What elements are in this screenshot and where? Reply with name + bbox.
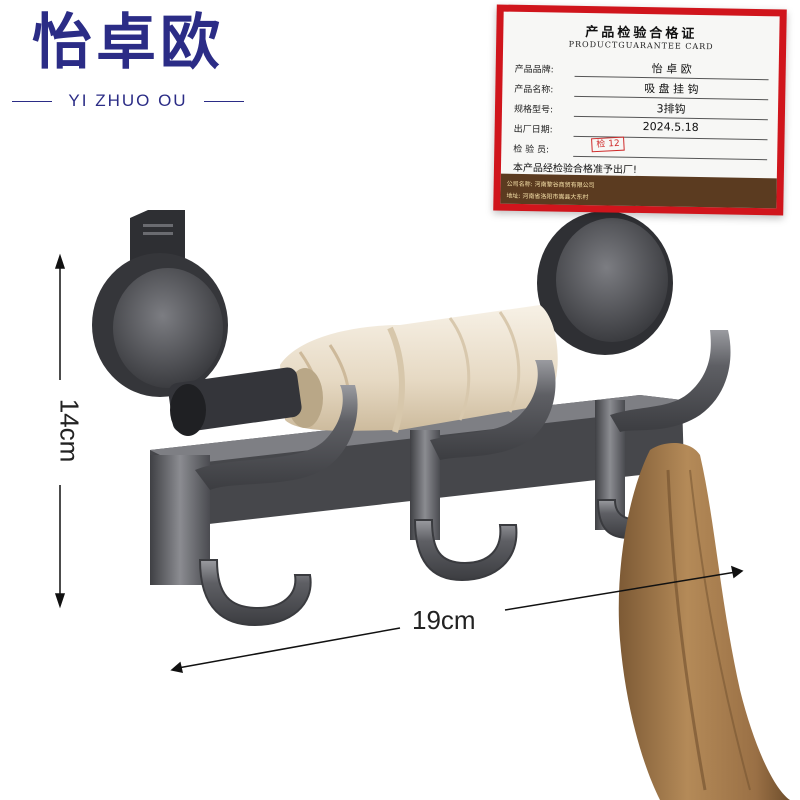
logo-rule-left (12, 101, 52, 102)
row-value: 吸 盘 挂 钩 (644, 82, 699, 97)
inspector-stamp: 检 12 (591, 136, 626, 153)
row-label: 规格型号: (513, 104, 554, 116)
certificate-footer: 公司名称: 河南黎谷商贸有限公司 地址: 河南省洛阳市嵩县大东村 (500, 173, 777, 209)
row-label: 出厂日期: (513, 124, 553, 136)
hook-arms (195, 330, 731, 490)
certificate-body: 产品检验合格证 PRODUCTGUARANTEE CARD 产品品牌: 怡 卓 … (500, 11, 780, 209)
suction-cup-left (92, 210, 228, 397)
height-dimension-arrow (54, 253, 66, 609)
row-label: 检 验 员: (513, 144, 550, 156)
brand-name-cn: 怡卓欧 (32, 8, 224, 78)
suction-cup-right (537, 211, 673, 355)
inspection-certificate: 产品检验合格证 PRODUCTGUARANTEE CARD 产品品牌: 怡 卓 … (493, 4, 787, 216)
row-value: 3排钩 (656, 102, 686, 116)
height-label: 14cm (54, 398, 85, 463)
width-dimension-arrow (170, 565, 744, 673)
row-value: 怡 卓 欧 (651, 62, 692, 76)
row-label: 产品名称: (514, 84, 554, 96)
row-value: 2024.5.18 (642, 120, 699, 135)
width-label: 19cm (412, 605, 476, 635)
company-address: 地址: 河南省洛阳市嵩县大东村 (506, 192, 589, 202)
brand-name-en: YI ZHUO OU (68, 91, 188, 110)
row-label: 产品品牌: (514, 64, 554, 76)
company-name: 公司名称: 河南黎谷商贸有限公司 (506, 180, 595, 190)
logo-rule-right (204, 101, 244, 102)
brand-logo: 怡卓欧 YI ZHUO OU (8, 8, 248, 110)
towel (618, 443, 790, 800)
